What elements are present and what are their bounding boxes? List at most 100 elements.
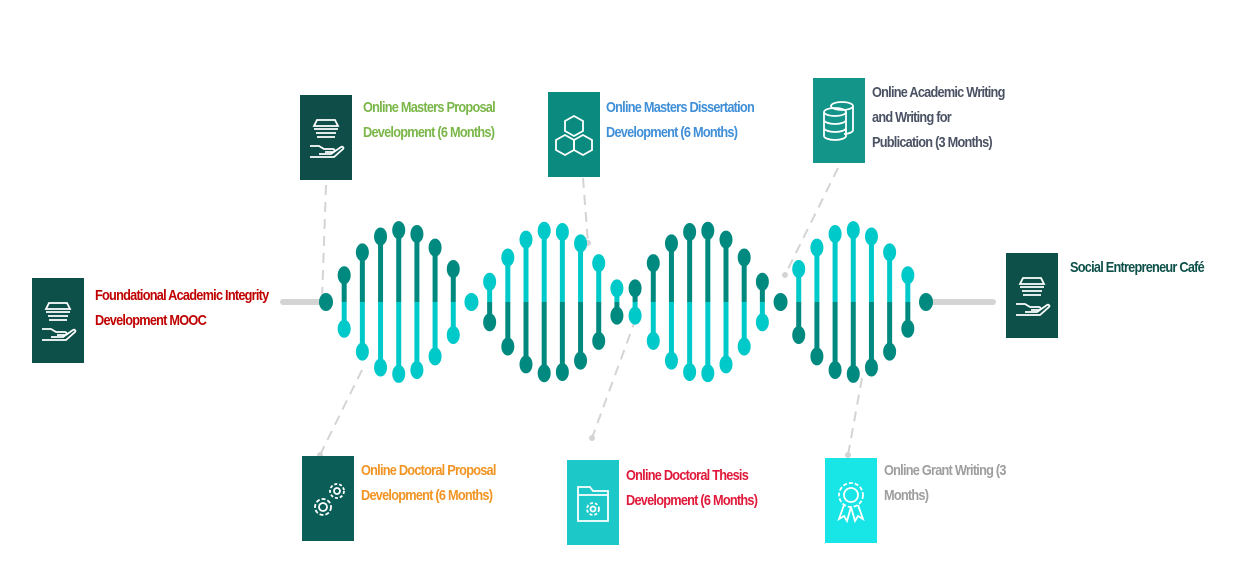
helix-node-bottom [810,347,824,366]
helix-node-bottom [410,361,424,380]
helix-node-bottom [446,325,460,344]
helix-node-top [483,272,497,291]
database-icon [823,100,854,141]
helix-node-top [355,243,369,262]
hand-stack-icon [1016,276,1051,316]
helix-node [919,293,933,311]
helix-node-top [719,230,733,249]
grant-writing-icon-box [825,458,877,543]
helix-node-top [755,272,769,291]
helix-node-top [555,223,569,242]
helix-node [464,293,479,311]
masters-proposal-icon-box [300,95,352,180]
helix-node [319,293,333,311]
label-line: Social Entrepreneur Café [1070,259,1205,276]
hand-stack-icon [310,118,345,158]
helix-node-top [864,227,878,246]
helix-node-bottom [337,319,351,338]
label-line: Development (6 Months) [626,492,758,509]
helix-node-top [446,260,460,279]
label-line: Online Doctoral Proposal [361,462,496,479]
helix-node-top [501,248,515,267]
helix-node-top [683,223,697,242]
social-cafe-icon-box [1006,253,1058,338]
dashed-connector [847,377,863,456]
helix-node-top [792,260,806,279]
helix-node-top [392,221,406,240]
label-line: Online Masters Dissertation [606,99,755,116]
helix-node-bottom [864,358,878,377]
label-line: Publication (3 Months) [872,134,993,151]
helix-node-bottom [792,325,806,344]
dashed-connector [582,177,589,244]
helix-node-bottom [901,319,915,338]
label-line: Foundational Academic Integrity [95,287,269,304]
connector-dot [782,272,788,278]
dashed-connector [784,167,839,276]
helix-node-bottom [664,351,678,370]
helix-node-top [337,266,351,285]
helix-node-bottom [483,313,497,332]
helix-node-top [428,238,442,257]
helix-node-bottom [592,331,606,350]
cubes-icon [555,114,593,156]
helix-node-top [592,254,606,273]
label-line: Development (6 Months) [363,124,495,141]
helix-node-top [537,221,551,240]
helix-node-bottom [846,364,860,383]
helix-node-bottom [683,362,697,381]
helix-node-bottom [355,342,369,361]
label-line: and Writing for [872,109,952,126]
hand-stack-icon [42,301,77,341]
masters-dissertation-icon-box [548,92,600,177]
helix-node-bottom [537,364,551,383]
social-cafe-label: Social Entrepreneur Café [1070,255,1205,280]
label-line: Months) [884,487,929,504]
helix-node-top [374,227,388,246]
helix-node-bottom [883,342,897,361]
helix-node-top [846,221,860,240]
dashed-connector [319,369,363,456]
award-icon [837,481,865,523]
label-line: Online Academic Writing [872,84,1005,101]
helix-node-bottom [555,362,569,381]
helix-node-bottom [574,351,588,370]
helix-node-bottom [392,364,406,383]
academic-writing-icon-box [813,78,865,163]
helix-node-bottom [628,306,642,325]
foundational-icon-box [32,278,84,363]
helix-node-top [628,279,642,298]
doctoral-thesis-icon-box [567,460,619,545]
helix-node-top [883,243,897,262]
helix-node-bottom [828,361,842,380]
helix-node-bottom [701,364,715,383]
folder-gear-icon [577,485,609,522]
helix-node-top [610,279,624,298]
connector-dot [589,435,595,441]
label-line: Development MOOC [95,312,207,329]
gears-icon [314,482,345,516]
helix-node [773,293,788,311]
helix-node-bottom [610,306,624,325]
label-line: Development (6 Months) [361,487,493,504]
helix-node-top [737,248,751,267]
label-line: Development (6 Months) [606,124,738,141]
helix-node-top [410,224,424,243]
helix-node-top [574,234,588,253]
helix-node-bottom [755,313,769,332]
helix-node-bottom [719,355,733,374]
label-line: Online Masters Proposal [363,99,496,116]
doctoral-proposal-icon-box [302,456,354,541]
connector-dot [845,452,851,458]
helix-node-top [664,234,678,253]
helix-node-bottom [519,355,533,374]
helix-node-bottom [737,337,751,356]
helix-node-top [519,230,533,249]
